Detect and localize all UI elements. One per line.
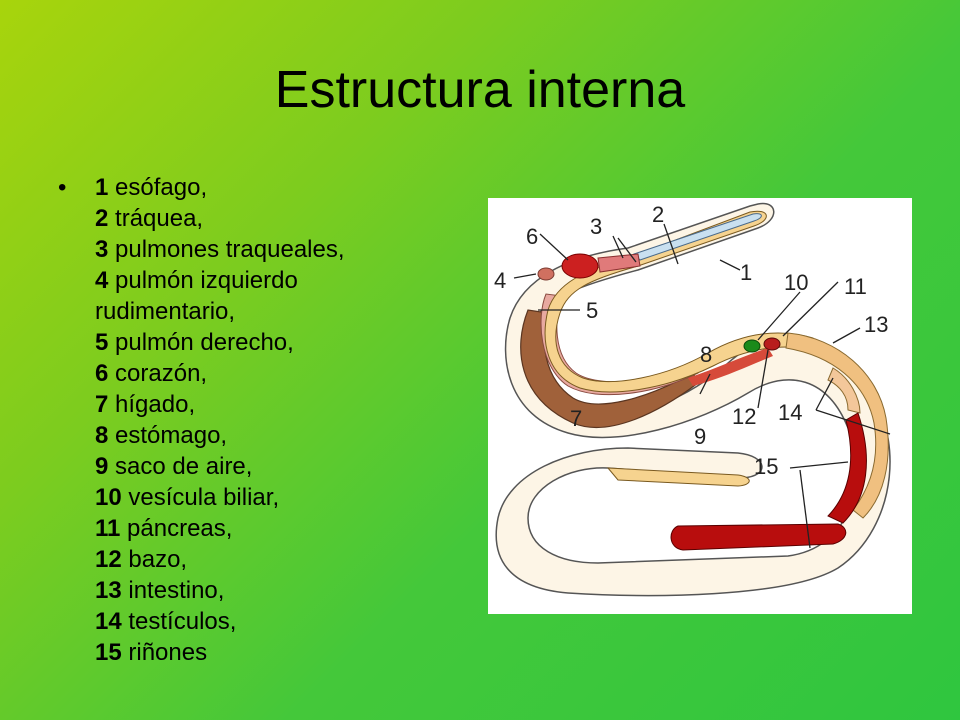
list-item: 13 intestino, bbox=[95, 577, 225, 604]
label-6: 6 bbox=[526, 224, 538, 249]
list-item: 12 bazo, bbox=[95, 546, 188, 573]
list-item: 10 vesícula biliar, bbox=[95, 484, 280, 511]
label-2: 2 bbox=[652, 202, 664, 227]
label-11: 11 bbox=[844, 274, 867, 299]
heart-shape bbox=[561, 253, 599, 279]
kidney-left-shape bbox=[670, 523, 847, 551]
list-item: 5 pulmón derecho, bbox=[95, 329, 294, 356]
list-item: 4 pulmón izquierdo bbox=[95, 267, 298, 294]
label-10: 10 bbox=[784, 270, 808, 295]
label-1: 1 bbox=[740, 260, 752, 285]
list-item: 1 esófago, bbox=[95, 174, 208, 201]
lower-loop-shape bbox=[606, 467, 750, 487]
list-item: 15 riñones bbox=[95, 639, 208, 666]
testes-shape bbox=[827, 367, 861, 414]
label-9: 9 bbox=[694, 424, 706, 449]
left-lung-shape bbox=[537, 267, 555, 281]
intestine-shape bbox=[785, 332, 889, 519]
list-item: rudimentario, bbox=[95, 298, 236, 325]
label-5: 5 bbox=[586, 298, 598, 323]
spleen-shape bbox=[763, 337, 781, 351]
gallbladder-shape bbox=[743, 339, 761, 353]
label-8: 8 bbox=[700, 342, 712, 367]
list-item: 14 testículos, bbox=[95, 608, 237, 635]
organ-items: 1 esófago, 2 tráquea, 3 pulmones traquea… bbox=[95, 172, 478, 668]
list-item: 7 hígado, bbox=[95, 391, 196, 418]
label-13: 13 bbox=[864, 312, 888, 337]
kidney-right-shape bbox=[827, 412, 867, 524]
esophagus-shape bbox=[633, 213, 762, 261]
bullet-icon: • bbox=[58, 174, 67, 201]
list-item: 3 pulmones traqueales, bbox=[95, 236, 345, 263]
snake-anatomy-svg: 2 3 6 4 5 1 10 11 13 8 7 12 14 9 15 bbox=[494, 202, 891, 597]
label-12: 12 bbox=[732, 404, 756, 429]
list-item: 9 saco de aire, bbox=[95, 453, 253, 480]
list-item: 6 corazón, bbox=[95, 360, 208, 387]
list-item: 2 tráquea, bbox=[95, 205, 204, 232]
label-3: 3 bbox=[590, 214, 602, 239]
tracheal-lungs-shape bbox=[597, 253, 641, 273]
leader-lines bbox=[513, 223, 891, 549]
list-item: 8 estómago, bbox=[95, 422, 228, 449]
snake-anatomy-diagram: 2 3 6 4 5 1 10 11 13 8 7 12 14 9 15 bbox=[488, 198, 912, 614]
list-item: 11 páncreas, bbox=[95, 515, 233, 542]
slide-title: Estructura interna bbox=[274, 61, 686, 119]
label-15: 15 bbox=[754, 454, 778, 479]
label-4: 4 bbox=[494, 268, 506, 293]
organ-list: • 1 esófago, 2 tráquea, 3 pulmones traqu… bbox=[58, 172, 478, 668]
label-7: 7 bbox=[570, 406, 582, 431]
label-14: 14 bbox=[778, 400, 802, 425]
